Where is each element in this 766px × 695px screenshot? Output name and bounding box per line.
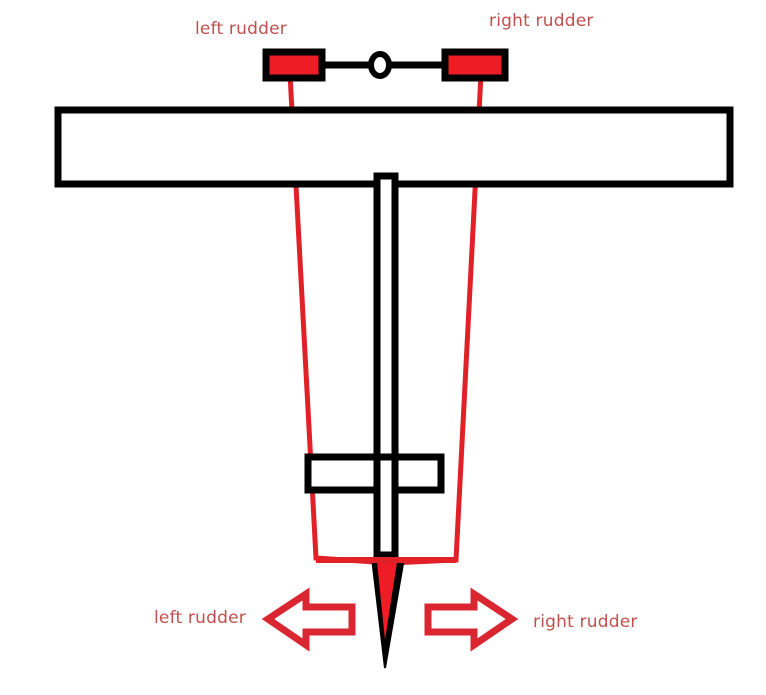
arrow-left-label: left rudder — [154, 608, 246, 628]
fuselage-tail-section — [373, 453, 399, 559]
right-deflection-arrow[interactable] — [424, 587, 519, 652]
right-rudder-pedal[interactable] — [441, 48, 509, 82]
left-rudder-pedal[interactable] — [262, 48, 326, 82]
pedal-pivot — [368, 51, 392, 79]
wing — [54, 106, 734, 188]
rudder-surface[interactable] — [377, 562, 397, 640]
pedal-right-label: right rudder — [489, 11, 594, 31]
rudder-pedal-assembly[interactable] — [262, 48, 509, 82]
arrow-right-label: right rudder — [533, 612, 638, 632]
left-deflection-arrow[interactable] — [261, 587, 356, 652]
rudder-surface-group[interactable] — [370, 557, 406, 669]
pedal-left-label: left rudder — [195, 19, 287, 39]
airframe-group — [54, 106, 734, 559]
